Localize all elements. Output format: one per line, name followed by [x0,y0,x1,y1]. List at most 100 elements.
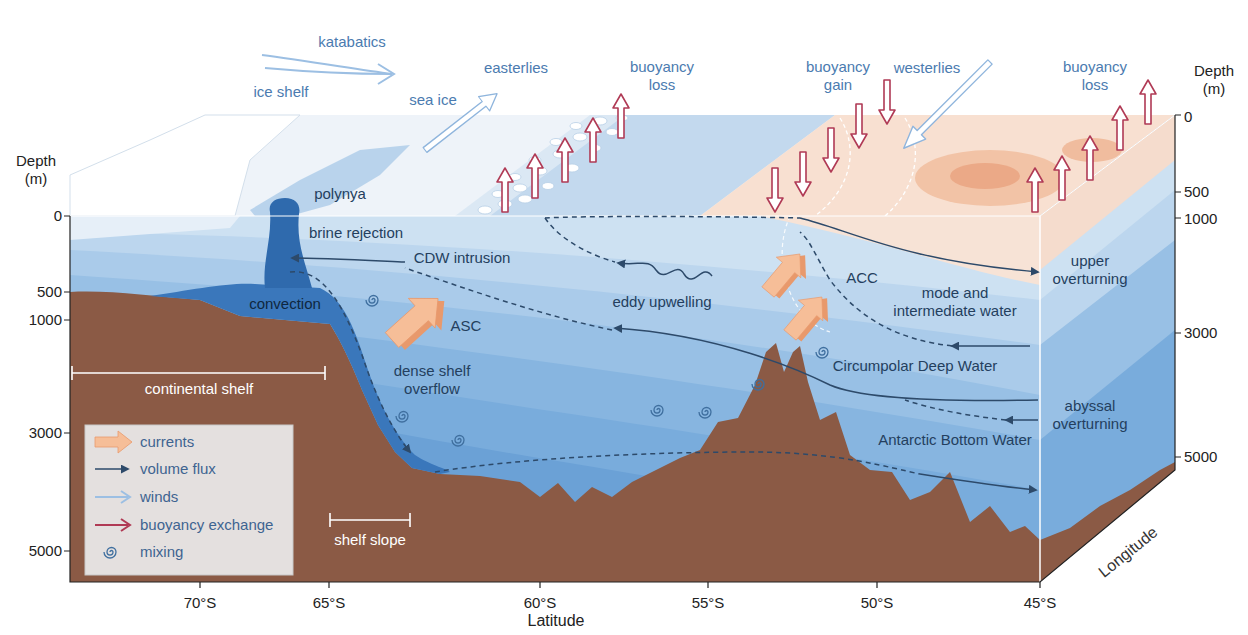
winds [262,55,392,74]
sea-surface [915,150,1065,206]
winds [265,68,392,74]
buoyancy-arrows [795,152,811,196]
current-label: ACC [846,269,878,287]
volume-flux [905,400,1006,420]
volume-flux [920,474,1036,490]
water-layers [70,216,240,240]
seafloor [70,292,1040,582]
axes [64,115,1181,588]
sea-ice-floes [518,195,532,203]
winds [262,55,996,157]
surface-label: ice shelf [253,83,308,101]
process-label: convection [249,295,321,313]
mixing-swirls [651,406,663,417]
block-edges [70,115,1175,582]
axis-tick: 45°S [1024,594,1057,612]
water-layers [70,216,1040,582]
axis-tick: 0 [1184,108,1192,126]
surface-label: sea ice [409,91,457,109]
current-arrows [379,282,458,360]
sea-ice-floes [573,133,587,141]
sea-ice-floes [606,129,618,136]
buoyancy-arrows [1140,80,1156,124]
sea-ice-floes [570,123,582,130]
buoyancy-arrows [823,128,839,172]
side-face [1040,115,1175,345]
current-arrows [756,242,818,305]
block-edges [1039,216,1041,582]
sea-ice-floes [478,115,628,214]
buoyancy-arrows [1112,106,1128,150]
current-arrows [379,242,840,359]
water-mass-label: mode and intermediate water [884,284,1026,320]
axis-tick: 65°S [313,594,346,612]
wind-label: westerlies [894,59,961,77]
legend-box [104,548,116,559]
overturning-label: upper overturning [1044,252,1136,288]
axis-tick: 0 [54,207,62,225]
volume-flux [800,218,1038,272]
buoyancy-arrows [1054,156,1070,200]
process-label: polynya [314,185,366,203]
legend-box [95,491,130,503]
mixing-swirls [699,408,711,419]
axes [1175,115,1181,457]
side-face [1040,115,1175,270]
volume-flux [545,218,615,262]
legend-text: currents [140,433,194,451]
legend-text: winds [140,488,178,506]
current-label: ASC [451,317,482,335]
legend-box [95,468,128,470]
axis-title: Depth (m) [1188,62,1240,98]
axis-tick: 500 [1184,183,1209,201]
current-arrows [778,285,840,348]
buoyancy-arrows [497,80,1156,212]
sea-surface [950,163,1020,189]
axis-tick: 3000 [29,424,62,442]
mixing-swirls [752,380,764,391]
brackets [72,366,325,380]
side-face [1040,115,1175,582]
axis-tick: 1000 [29,311,62,329]
flux-label: buoyancy gain [800,58,876,94]
flux-label: buoyancy loss [1057,58,1133,94]
overturning-label: abyssal overturning [1044,397,1136,433]
axes [200,582,1040,588]
buoyancy-arrows [879,80,895,124]
volume-flux [435,452,920,474]
brackets [330,513,410,527]
axis-tick: 50°S [861,594,894,612]
axis-tick: 3000 [1184,324,1217,342]
sea-ice-floes [513,184,527,192]
axes [64,216,70,551]
process-label: CDW intrusion [414,249,511,267]
axes [70,115,1175,582]
seafloor [70,292,1040,582]
region-label: shelf slope [334,531,406,549]
axis-tick: 5000 [29,542,62,560]
mixing-swirls [452,436,464,447]
buoyancy-arrows [1082,136,1098,180]
axis-tick: 70°S [184,594,217,612]
volume-flux [618,263,712,279]
volume-flux [290,217,1038,491]
buoyancy-arrows [585,118,601,162]
buoyancy-arrows [767,168,783,212]
volume-flux [615,328,1038,400]
buoyancy-arrows [557,138,573,182]
region-label: continental shelf [145,380,253,398]
axis-title: Latitude [528,612,585,631]
process-label: dense shelf overflow [387,362,477,398]
water-layers [70,216,1040,582]
side-face [1040,115,1175,300]
volume-flux [1006,419,1038,421]
sea-ice-floes [542,183,554,190]
dense-water [264,198,312,288]
mixing-swirls [366,296,378,307]
buoyancy-arrows [613,94,629,138]
legend-text: buoyancy exchange [140,516,273,534]
process-label: eddy upwelling [612,293,711,311]
axis-title: Longitude [1095,522,1162,581]
